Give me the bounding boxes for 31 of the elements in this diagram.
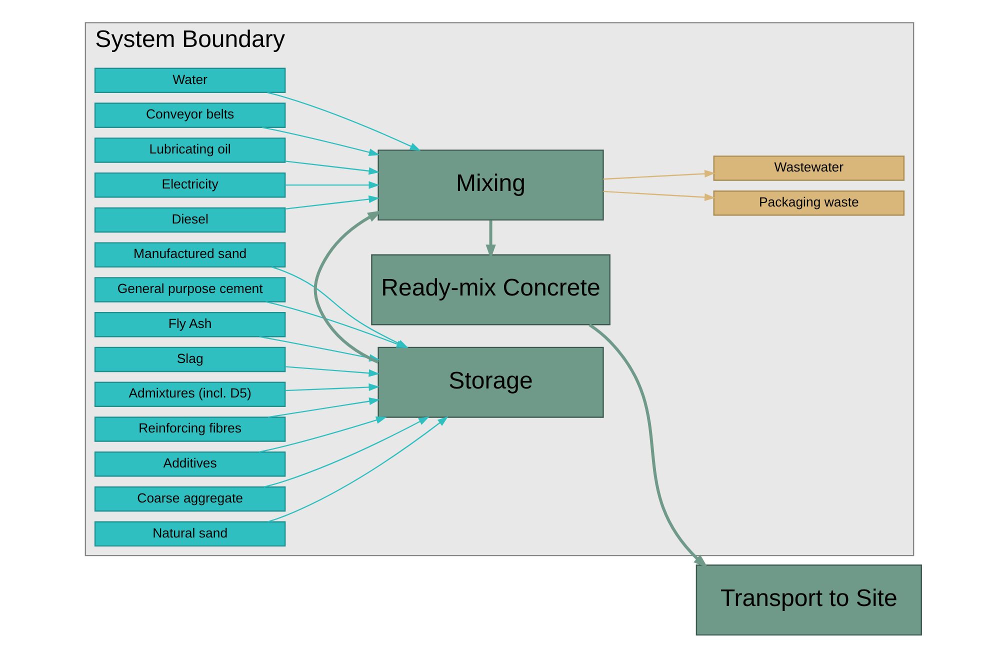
node-box: Natural sand [94,521,286,547]
node-box: Transport to Site [696,564,922,636]
node-box: Slag [94,346,286,372]
node-box: General purpose cement [94,277,286,302]
node-box: Admixtures (incl. D5) [94,382,286,407]
node-box: Wastewater [713,156,905,181]
node-box: Conveyor belts [94,102,286,128]
arrow [285,195,380,210]
node-box: Coarse aggregate [94,486,286,512]
node-box: Fly Ash [94,312,286,338]
arrow [285,366,380,377]
arrow [268,416,448,522]
arrow [268,398,380,418]
node-box: Additives [94,452,286,477]
arrow [285,181,380,189]
node-box: Lubricating oil [94,138,286,163]
node-box: Electricity [94,172,286,198]
node-box: Water [94,68,286,94]
node-box: Mixing [378,150,604,221]
arrow [285,160,380,175]
node-box: Packaging waste [713,190,905,216]
node-box: Storage [378,346,604,418]
node-box: Ready-mix Concrete [371,254,610,326]
arrow [267,92,421,151]
arrow [588,323,708,568]
node-box: Reinforcing fibres [94,416,286,442]
arrow [285,383,380,392]
arrow [603,170,716,180]
arrow [603,190,716,202]
node-box: Manufactured sand [94,242,286,268]
node-box: Diesel [94,207,286,233]
